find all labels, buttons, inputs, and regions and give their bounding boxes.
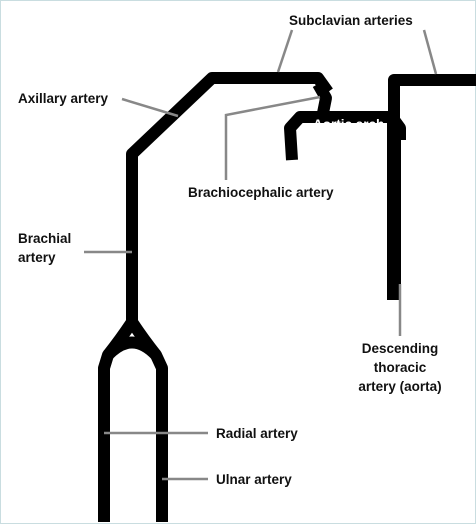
brachiocephalic-leader — [226, 97, 320, 180]
brachiocephalic-label: Brachiocephalic artery — [188, 185, 334, 200]
vessels — [104, 78, 476, 522]
axillary-leader — [122, 99, 178, 116]
radial-label: Radial artery — [216, 426, 298, 441]
brachiocephalic-vessel — [318, 84, 326, 118]
radial-ulnar-cap — [108, 343, 156, 356]
brachial-label-line2: artery — [18, 250, 56, 265]
labels: Subclavian arteries Axillary artery Aort… — [18, 13, 442, 487]
ulnar-label: Ulnar artery — [216, 472, 292, 487]
descending-label-line2: thoracic — [374, 360, 427, 375]
descending-label-line3: artery (aorta) — [358, 379, 441, 394]
brachial-label-line1: Brachial — [18, 231, 71, 246]
subclavian-label: Subclavian arteries — [289, 13, 413, 28]
subclavian-leader-right — [424, 30, 436, 74]
descending-label-line1: Descending — [362, 341, 439, 356]
right-subclavian-vessel — [394, 80, 476, 124]
subclavian-leader-left — [278, 30, 292, 72]
axillary-label: Axillary artery — [18, 91, 109, 106]
aortic-arch-label: Aortic arch — [313, 117, 384, 132]
